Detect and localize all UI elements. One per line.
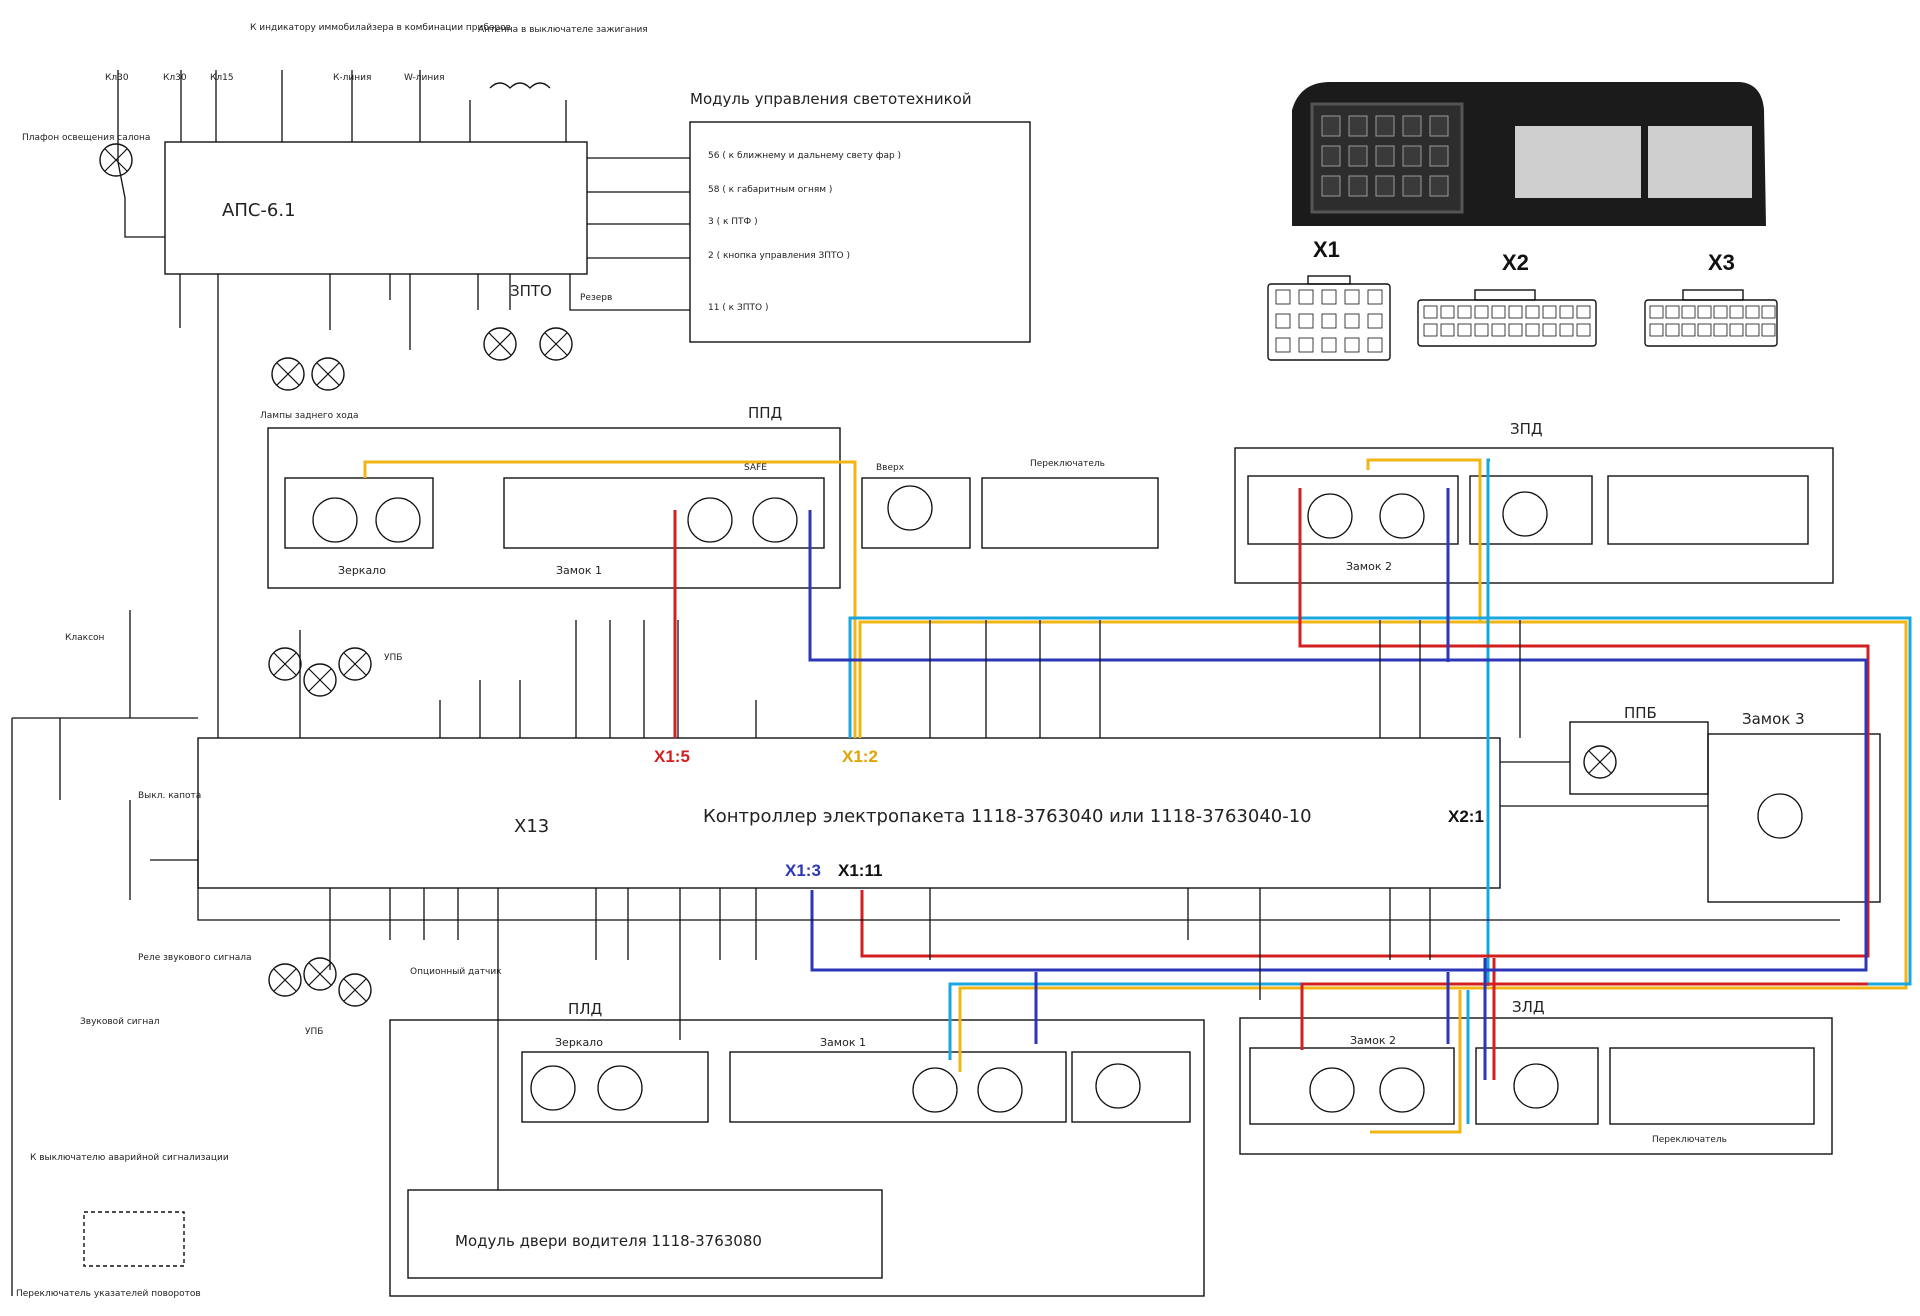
- connector-x1: X1: [1267, 237, 1391, 361]
- connector-x3: X3: [1644, 250, 1778, 347]
- tag-x2-1: X2:1: [1448, 807, 1484, 826]
- motor-symbols: [312, 485, 1803, 1113]
- door-pld: ПЛД Зеркало Замок 1: [389, 1000, 1205, 1297]
- light-line-56: 56 ( к ближнему и дальнему свету фар ): [708, 151, 901, 161]
- upb-label-top: УПБ: [384, 653, 402, 663]
- light-line-zpto: 11 ( к ЗПТО ): [708, 303, 768, 313]
- tag-x1-5: X1:5: [654, 747, 690, 766]
- top-label-kl30-a: Кл30: [105, 73, 129, 83]
- upb-label-bottom: УПБ: [305, 1027, 323, 1037]
- driver-module: Модуль двери водителя 1118-3763080: [407, 1189, 883, 1279]
- connector-x2-label: X2: [1502, 250, 1529, 275]
- lock3-label: Замок 3: [1742, 710, 1805, 728]
- zld-lock-label: Замок 2: [1350, 1034, 1396, 1047]
- light-module-title: Модуль управления светотехникой: [690, 90, 972, 108]
- pld-label: ПЛД: [568, 1000, 602, 1018]
- left-misc: Клаксон УПБ УПБ Звуковой сигнал Реле зву…: [11, 610, 502, 1299]
- zpto-label: ЗПТО: [510, 282, 552, 300]
- avar-label: К выключателю аварийной сигнализации: [30, 1153, 229, 1163]
- ppb-label: ППБ: [1624, 704, 1657, 722]
- top-label-kl30-b: Кл30: [163, 73, 187, 83]
- rear-lamps-label: Лампы заднего хода: [260, 411, 359, 421]
- top-label-kl15: Кл15: [210, 73, 234, 83]
- reserve-label: Резерв: [580, 293, 612, 303]
- ppd-switch-label: Переключатель: [1030, 459, 1105, 469]
- opt-sensor-label: Опционный датчик: [410, 967, 502, 977]
- door-zld: ЗЛД Замок 2 Переключатель: [1239, 998, 1833, 1155]
- pld-lock-label: Замок 1: [820, 1036, 866, 1049]
- black-wiring: [197, 430, 1840, 1190]
- ppd-mirror-label: Зеркало: [338, 564, 386, 577]
- door-zpd: ЗПД Замок 2: [1234, 420, 1834, 584]
- zld-label: ЗЛД: [1512, 998, 1545, 1016]
- klakson-label: Клаксон: [65, 633, 105, 643]
- zvuk-label: Звуковой сигнал: [80, 1017, 160, 1027]
- light-line-zpto-button: 2 ( кнопка управления ЗПТО ): [708, 251, 850, 261]
- harness-wires: [363, 458, 1912, 1134]
- lock3-block: Замок 3: [1707, 710, 1881, 903]
- top-label-w-line: W-линия: [404, 73, 445, 83]
- connector-x3-label: X3: [1708, 250, 1735, 275]
- tag-x1-11: X1:11: [838, 861, 882, 880]
- light-module-block: Модуль управления светотехникой 56 ( к б…: [689, 90, 1031, 343]
- light-line-ptf: 3 ( к ПТФ ): [708, 217, 758, 227]
- top-label-immo: К индикатору иммобилайзера в комбинации …: [250, 23, 511, 33]
- zld-switch-label: Переключатель: [1652, 1135, 1727, 1145]
- ppd-up-label: Вверх: [876, 463, 905, 473]
- ppd-lock-label: Замок 1: [556, 564, 602, 577]
- top-label-antenna: Антенна в выключателе зажигания: [478, 25, 648, 35]
- aps-block: АПС-6.1 Плафон освещения салона Кл30 Кл3…: [22, 23, 690, 430]
- door-ppd-right: Вверх Переключатель SAFE: [744, 459, 1159, 549]
- unit-photo: [1292, 82, 1766, 226]
- aps-title: АПС-6.1: [222, 200, 296, 221]
- connector-x2: X2: [1417, 250, 1597, 347]
- controller-x13: X13: [514, 816, 549, 837]
- ppd-safe-label: SAFE: [744, 463, 767, 473]
- rele-label: Реле звукового сигнала: [138, 953, 252, 963]
- controller-title: Контроллер электропакета 1118-3763040 ил…: [703, 806, 1312, 827]
- driver-module-title: Модуль двери водителя 1118-3763080: [455, 1232, 762, 1250]
- door-ppd: ППД Зеркало Замок 1: [267, 404, 841, 589]
- tag-x1-3: X1:3: [785, 861, 821, 880]
- connector-x1-label: X1: [1313, 237, 1340, 262]
- zpd-lock-label: Замок 2: [1346, 560, 1392, 573]
- kapot-label: Выкл. капота: [138, 791, 201, 801]
- tag-x1-2: X1:2: [842, 747, 878, 766]
- povorot-label: Переключатель указателей поворотов: [16, 1289, 201, 1299]
- pld-mirror-label: Зеркало: [555, 1036, 603, 1049]
- zpd-label: ЗПД: [1510, 420, 1543, 438]
- light-line-58: 58 ( к габаритным огням ): [708, 185, 832, 195]
- ppd-label: ППД: [748, 404, 782, 422]
- lamp-symbols: [99, 143, 1617, 1007]
- plafon-label: Плафон освещения салона: [22, 133, 150, 143]
